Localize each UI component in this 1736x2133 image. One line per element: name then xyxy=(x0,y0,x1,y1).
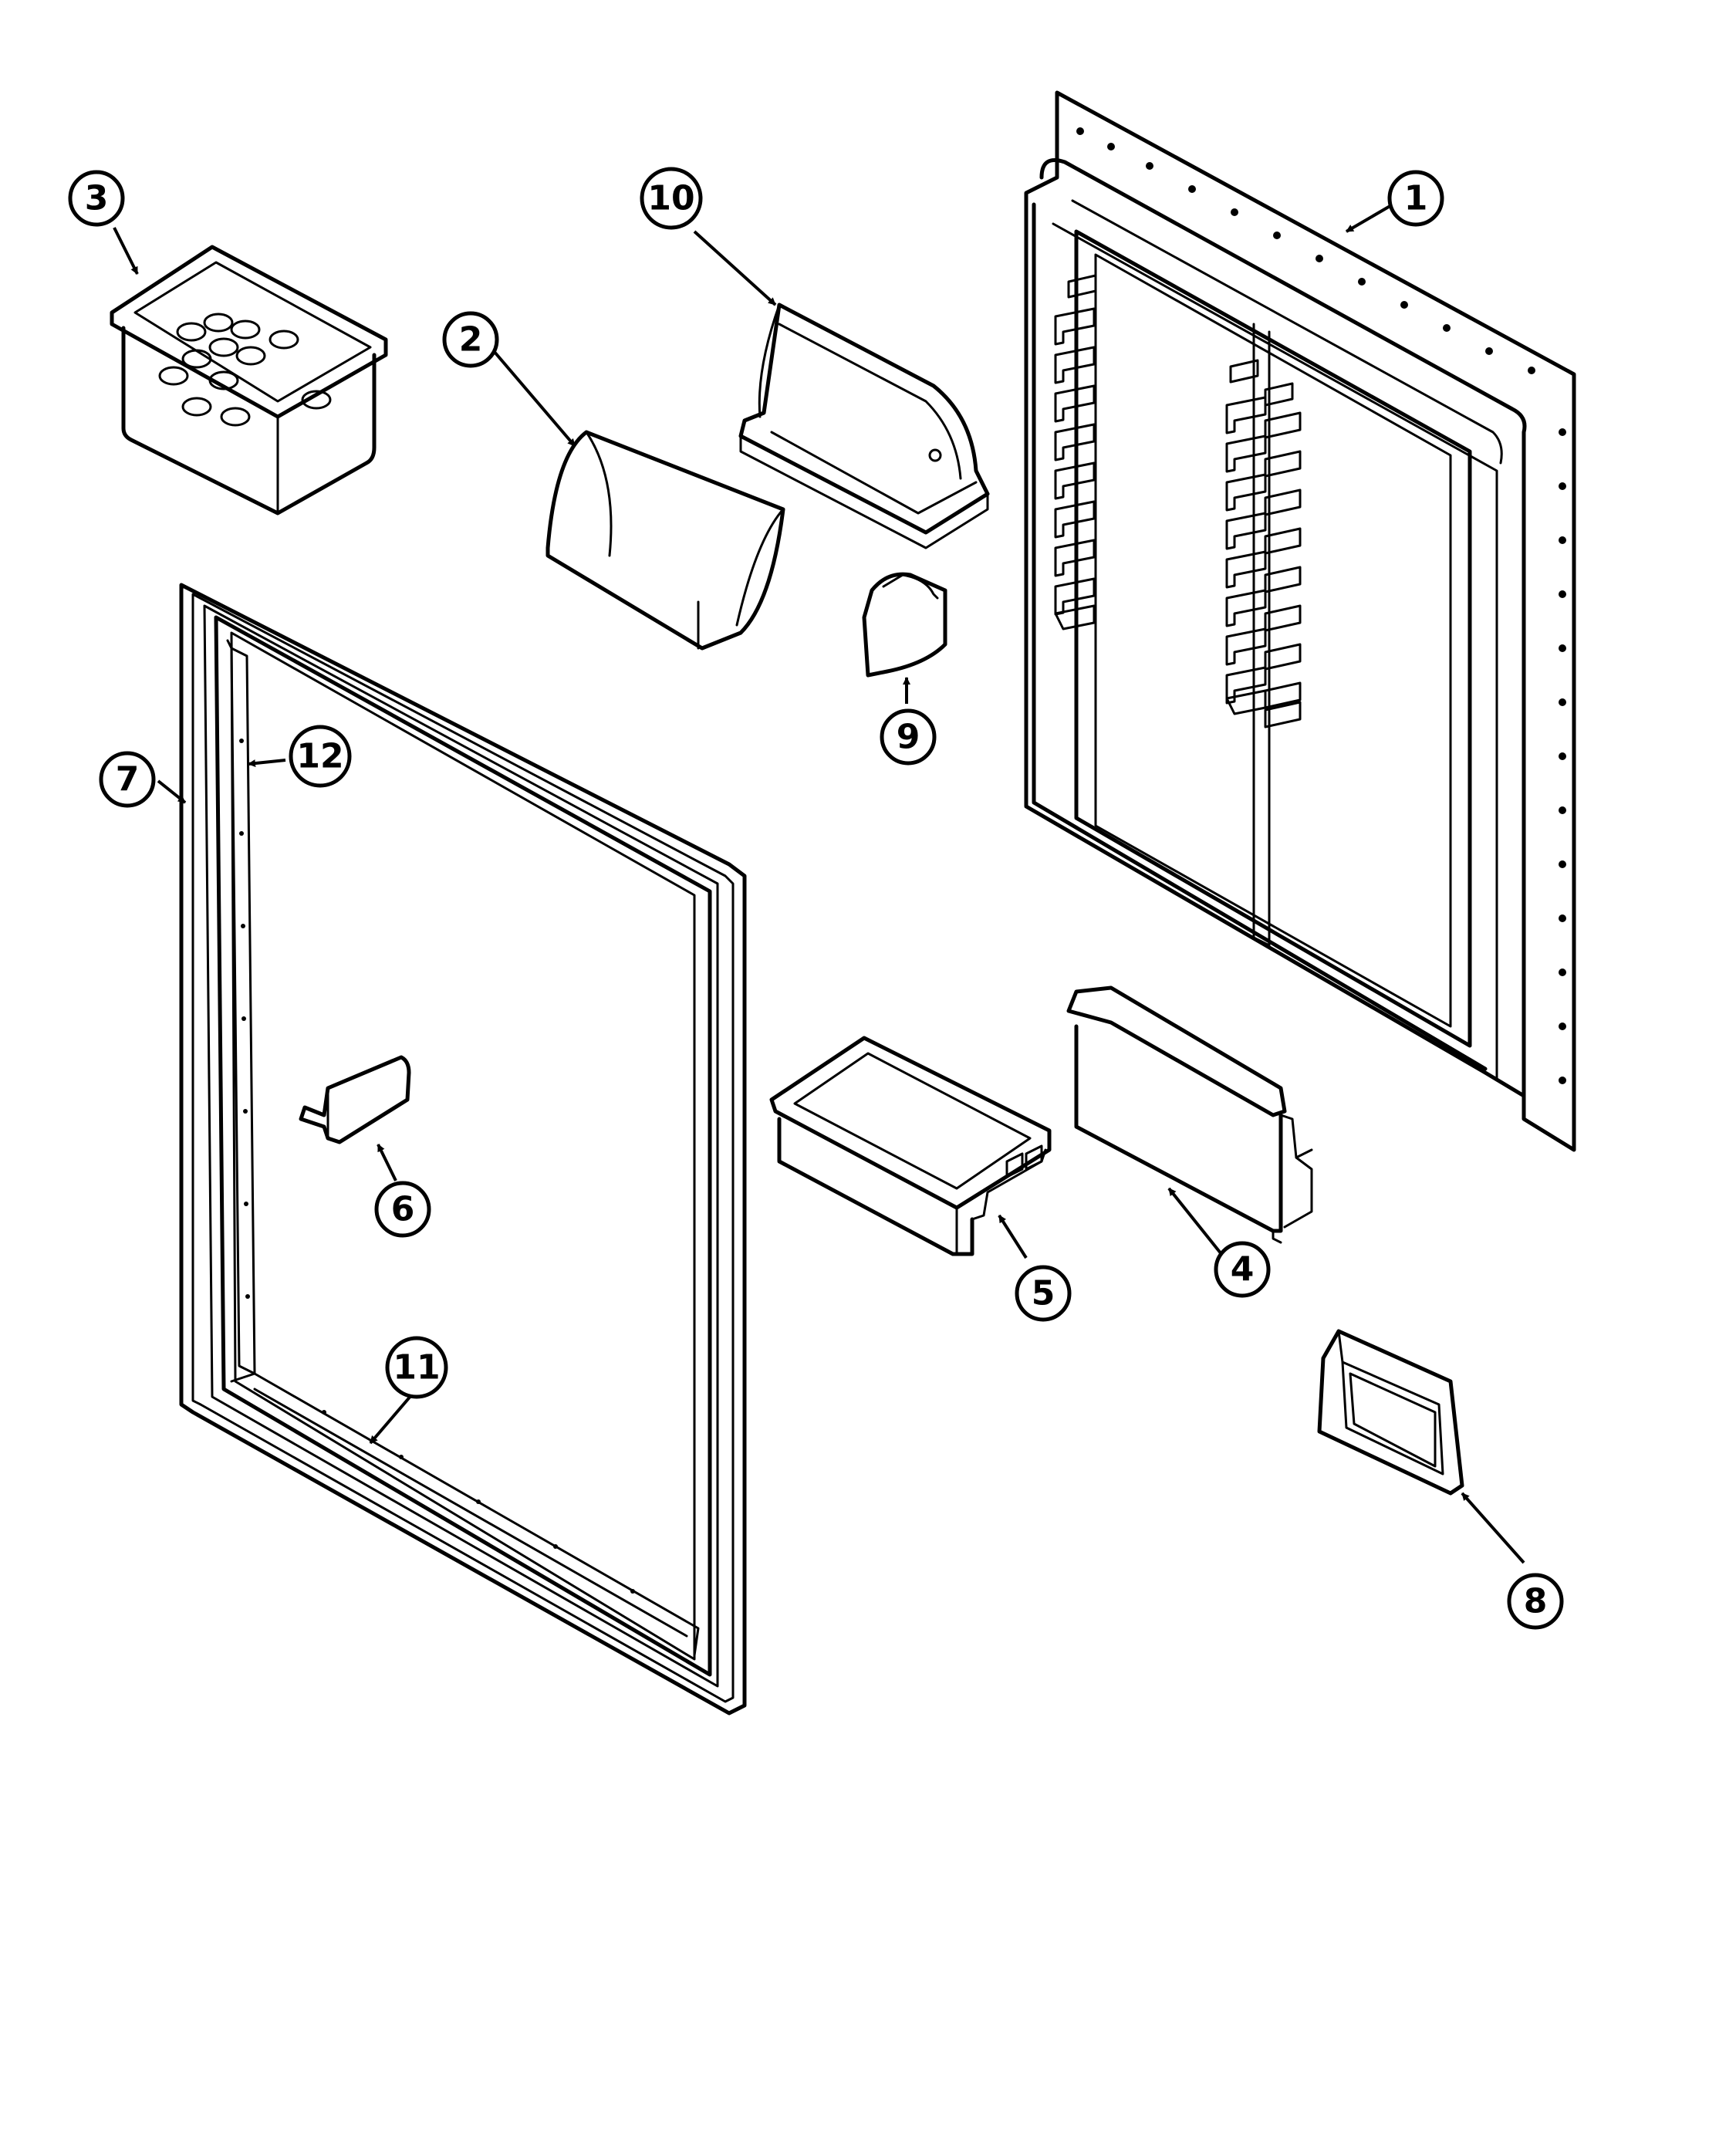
callout-11-label: 11 xyxy=(393,1348,440,1388)
callout-9-label: 9 xyxy=(897,718,920,757)
door-bin-small-part xyxy=(769,1036,1052,1256)
callout-3: 3 xyxy=(68,170,125,227)
retainer-holes xyxy=(239,739,635,1594)
callout-6-label: 6 xyxy=(391,1190,415,1229)
end-cap-part xyxy=(862,572,947,678)
callout-2: 2 xyxy=(442,311,499,368)
callout-1: 1 xyxy=(1387,170,1444,227)
callout-10: 10 xyxy=(640,167,703,230)
callout-3-label: 3 xyxy=(85,179,109,218)
callout-7: 7 xyxy=(99,751,156,808)
callout-4-label: 4 xyxy=(1231,1250,1255,1290)
callout-2-label: 2 xyxy=(459,320,483,360)
callout-8-label: 8 xyxy=(1524,1582,1548,1621)
callout-6: 6 xyxy=(374,1181,431,1238)
flange-holes xyxy=(1076,127,1566,1084)
callout-8: 8 xyxy=(1507,1573,1564,1630)
door-bin-large-part xyxy=(1066,985,1313,1244)
dairy-compartment-part xyxy=(738,303,990,549)
callout-12-label: 12 xyxy=(296,737,343,776)
egg-cups xyxy=(158,313,332,427)
door-liner-part xyxy=(1024,90,1576,1152)
callout-4: 4 xyxy=(1214,1241,1271,1298)
handle-trim-part xyxy=(1317,1329,1464,1496)
gasket-frame-part xyxy=(179,583,747,1716)
callout-7-label: 7 xyxy=(116,760,140,799)
callout-12: 12 xyxy=(289,725,352,788)
callout-5: 5 xyxy=(1015,1265,1072,1322)
dairy-cover-part xyxy=(545,430,785,651)
callout-10-label: 10 xyxy=(647,179,694,218)
callout-1-label: 1 xyxy=(1404,179,1428,218)
shelf-tabs-right xyxy=(1225,359,1302,728)
callout-11: 11 xyxy=(385,1336,448,1399)
bottle-retainer-part xyxy=(299,1055,411,1144)
egg-bin-part xyxy=(110,245,388,516)
leader-lines xyxy=(113,203,1525,1564)
callout-5-label: 5 xyxy=(1032,1274,1055,1313)
callout-9: 9 xyxy=(880,708,937,766)
shelf-tabs-left xyxy=(1054,274,1097,630)
